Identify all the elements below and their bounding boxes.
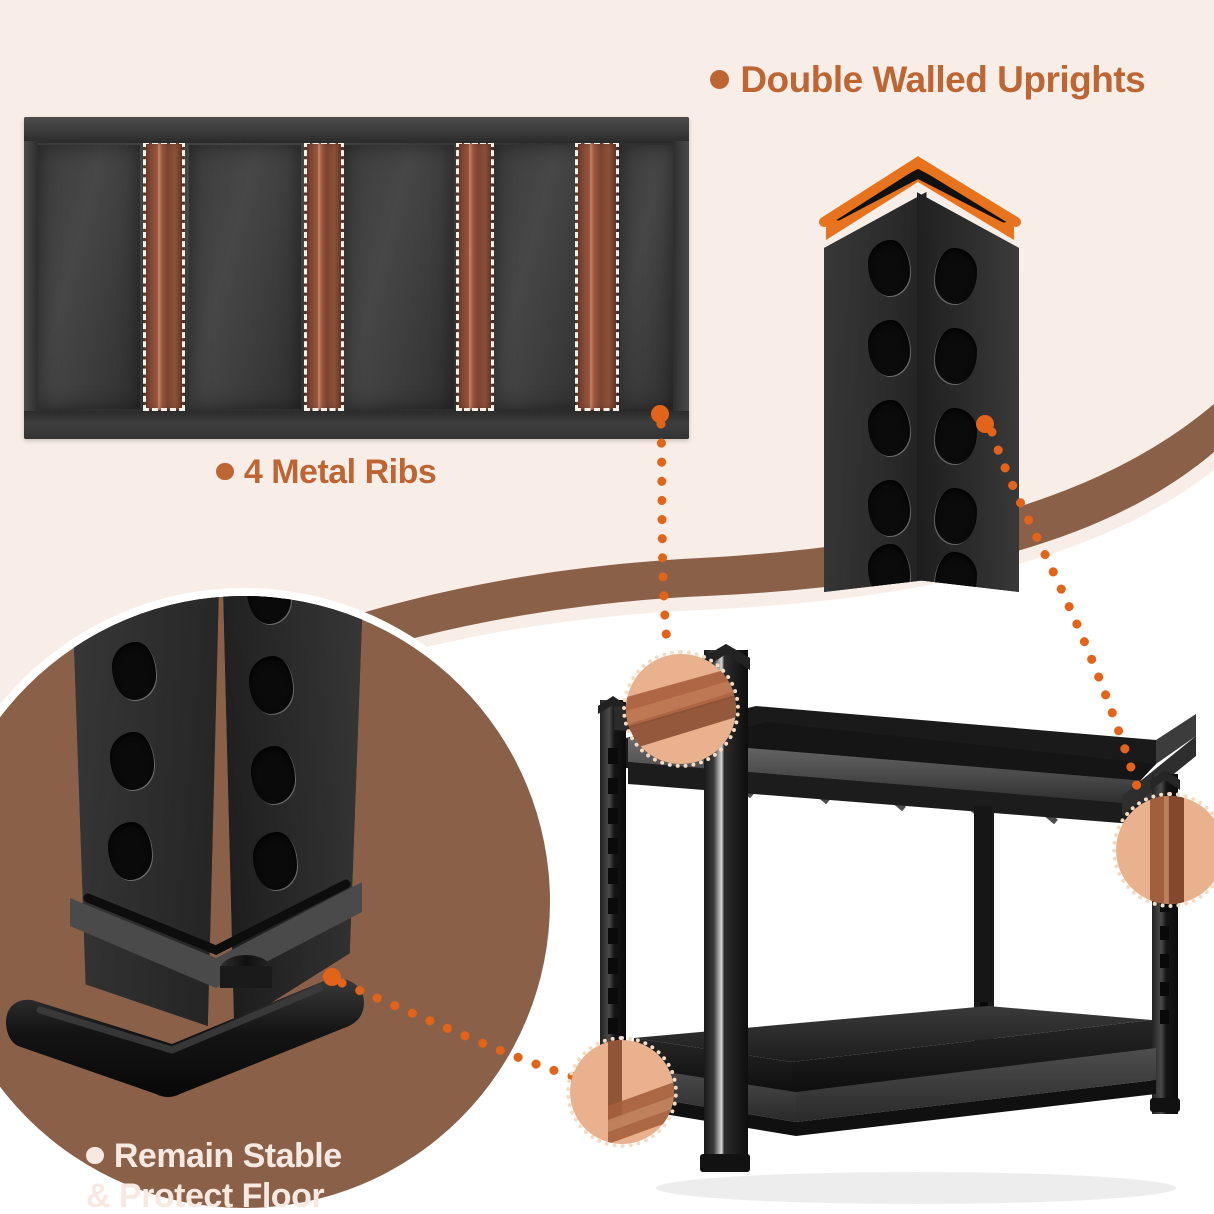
bullet-dot-icon (710, 69, 730, 90)
shelf-underside-cutaway-panel (24, 117, 689, 439)
upright-left-wall (824, 192, 927, 592)
metal-rib (575, 141, 619, 411)
double-walled-upright-closeup (818, 152, 1023, 592)
heading-four-metal-ribs-text: 4 Metal Ribs (243, 453, 437, 491)
metal-rib (304, 141, 344, 411)
upright-top-edge-highlight (819, 156, 1021, 240)
metal-rib (143, 141, 185, 411)
bullet-dot-icon (86, 1146, 104, 1165)
heading-remain-stable-protect-floor: Remain Stable & Protect Floor (86, 1096, 342, 1214)
plastic-foot-pad (6, 955, 364, 1097)
upright-bottom-rim (70, 879, 362, 988)
post-inner-middle (974, 806, 992, 1002)
callout-circle-foot (566, 1036, 678, 1148)
callout-circle-upright (1112, 792, 1214, 908)
upright-right-wall (916, 192, 1019, 592)
heading-double-walled-uprights: Double Walled Uprights (710, 58, 1146, 102)
foot-pad-closeup-circle (0, 596, 550, 1208)
bullet-dot-icon (216, 462, 234, 481)
heading-four-metal-ribs: 4 Metal Ribs (216, 452, 437, 492)
heading-double-walled-uprights-text: Double Walled Uprights (740, 59, 1146, 100)
heading-remain-stable-protect-floor-text: Remain Stable & Protect Floor (86, 1137, 342, 1214)
metal-rib (456, 141, 494, 411)
upright-post-lower-section (56, 596, 386, 1026)
callout-circle-ribs (622, 650, 740, 768)
post-back-left (598, 696, 628, 1084)
